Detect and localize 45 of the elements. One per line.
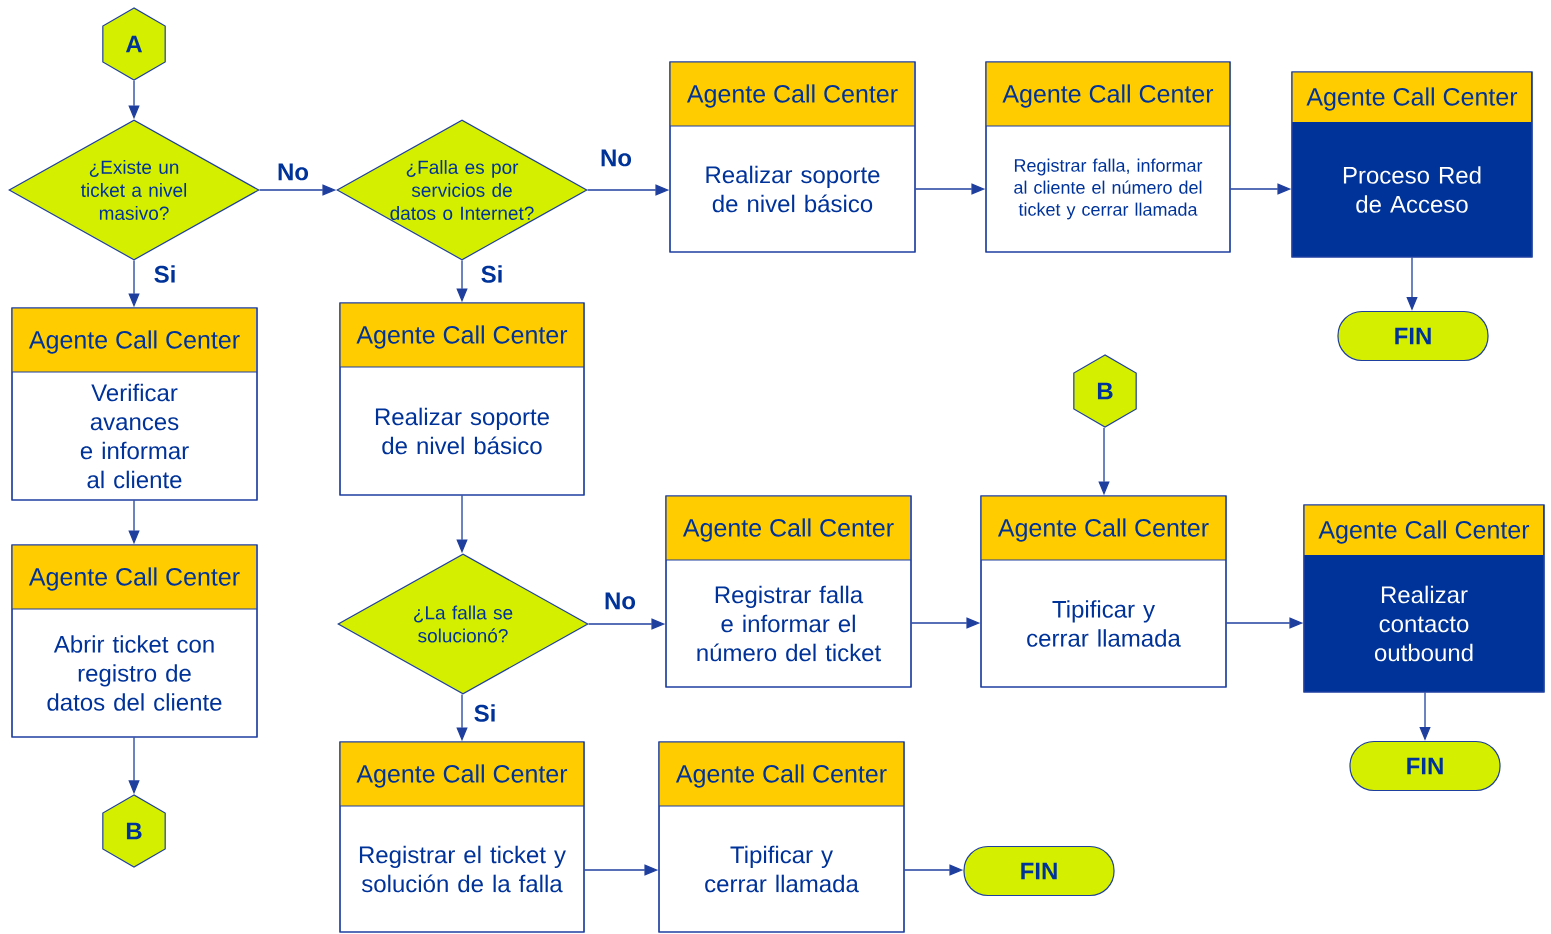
process-box (1303, 504, 1545, 693)
process-box (665, 495, 912, 688)
terminator: FIN (963, 845, 1115, 897)
box-text: Realizar soporte de nivel básico (706, 165, 880, 213)
header-text: Agente Call Center (686, 84, 898, 108)
box-text: Realizar soporte de nivel básico (375, 407, 549, 455)
edge-label: Si (152, 264, 178, 284)
process-box (669, 61, 916, 253)
box-text: Verificar avances e informar al cliente (80, 383, 189, 489)
hexagon-connector: A (102, 7, 166, 81)
edge-label: No (276, 162, 310, 182)
process-box (339, 741, 585, 933)
process-box (11, 307, 258, 501)
process-box (980, 495, 1227, 688)
process-box (339, 302, 585, 496)
hexagon-connector: B (1073, 354, 1137, 428)
edge-label: Si (479, 264, 505, 284)
header-text: Agente Call Center (356, 325, 568, 349)
header-text: Agente Call Center (1306, 87, 1518, 111)
box-text: Registrar falla e informar el número del ticket (697, 585, 881, 662)
process-box (1291, 71, 1533, 258)
header-text: Agente Call Center (997, 518, 1209, 542)
terminator: FIN (1337, 310, 1489, 362)
process-box (658, 741, 905, 933)
edge-label: No (603, 591, 637, 611)
header-text: Agente Call Center (1002, 84, 1214, 108)
box-text: Registrar falla, informar al cliente el número del ticket y cerrar llamada (1014, 158, 1203, 220)
header-text: Agente Call Center (28, 330, 240, 354)
edge-label: No (599, 148, 633, 168)
header-text: Agente Call Center (356, 764, 568, 788)
header-text: Agente Call Center (682, 518, 894, 542)
box-text: Tipificar y cerrar llamada (1027, 600, 1181, 647)
process-box (985, 61, 1231, 253)
box-text: Realizar contacto outbound (1374, 585, 1473, 662)
edge-label: Si (472, 703, 498, 723)
box-text: Registrar el ticket y solución de la falla (359, 845, 566, 893)
terminator: FIN (1349, 740, 1501, 792)
hexagon-connector: B (102, 794, 166, 868)
process-box (11, 544, 258, 738)
box-text: Proceso Red de Acceso (1343, 166, 1481, 213)
header-text: Agente Call Center (1318, 520, 1530, 544)
header-text: Agente Call Center (675, 764, 887, 788)
header-text: Agente Call Center (28, 567, 240, 591)
box-text: Tipificar y cerrar llamada (705, 845, 859, 893)
box-text: Abrir ticket con registro de datos del cliente (47, 635, 222, 711)
